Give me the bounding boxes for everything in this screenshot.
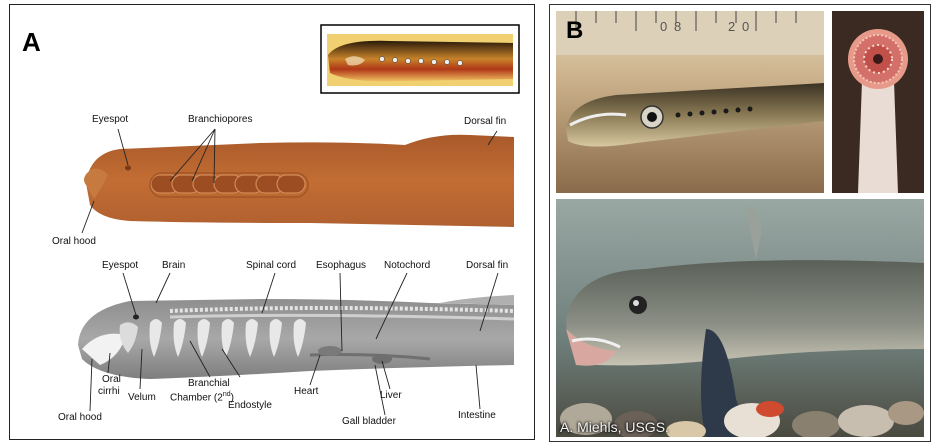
label-dorsal-fin-bottom: Dorsal fin [466,260,509,271]
label-endostyle: Endostyle [228,400,272,411]
label-oral-hood-top: Oral hood [52,236,96,247]
internal-lamprey-drawing [78,295,515,379]
label-esophagus: Esophagus [316,260,367,271]
label-brain: Brain [162,260,186,271]
ruler-mark-1: 0 [660,19,667,34]
external-gill-pores [150,174,306,194]
panel-b-letter: B [566,17,584,44]
label-branchial-chamber-line1: Branchial [188,378,230,389]
label-dorsal-fin-top: Dorsal fin [464,116,507,127]
photo-juvenile-lamprey: 0 8 2 0 [556,11,824,193]
label-heart: Heart [294,386,319,397]
panel-a: A [9,4,535,440]
photo-credit: A. Miehls, USGS. [560,419,669,435]
label-liver: Liver [380,390,402,401]
inset-photo [320,24,520,94]
label-intestine: Intestine [458,410,496,421]
label-oral-hood-bottom: Oral hood [58,412,102,423]
ruler-mark-2: 8 [674,19,681,34]
internal-gill-arches [149,319,306,357]
ruler-mark-4: 0 [742,19,749,34]
photo-adult-lamprey [556,199,924,437]
label-oral-cirrhi-line2: cirrhi [98,386,120,397]
label-branchiopores: Branchiopores [188,114,253,125]
juvenile-gill-pores [675,106,753,118]
label-spinal-cord: Spinal cord [246,260,297,271]
panel-a-letter: A [22,27,41,57]
ruler-mark-3: 2 [728,19,735,34]
external-lamprey-drawing [84,134,514,227]
panel-a-drawing [78,24,520,416]
bottom-leader-lines [89,272,499,416]
label-oral-cirrhi-line1: Oral [102,374,121,385]
photo-oral-disc [832,11,924,193]
panel-b: 0 8 2 0 [549,4,931,442]
inset-gill-pores [379,56,463,66]
label-gall-bladder: Gall bladder [342,416,396,427]
ruler-ticks [575,11,797,31]
label-velum: Velum [128,392,156,403]
top-leader-lines [81,128,498,234]
label-notochord: Notochord [384,260,431,271]
gravel [560,401,924,437]
label-eyespot-bottom: Eyespot [102,260,139,271]
label-eyespot-top: Eyespot [92,114,129,125]
label-branchial-chamber-line2: Chamber (2nd) [170,391,234,404]
